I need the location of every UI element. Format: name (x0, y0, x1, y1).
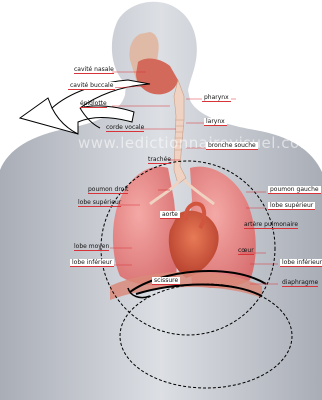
label-artere-pulmonaire: artère pulmonaire (244, 221, 298, 229)
label-lobe-inferieur-gauche: lobe inférieur (280, 259, 322, 267)
label-aorte: aorte (160, 211, 180, 219)
label-cavite-buccale: cavité buccale (68, 82, 115, 90)
label-pharynx: pharynx (202, 94, 231, 102)
label-diaphragme: diaphragme (282, 279, 318, 287)
label-lobe-superieur-droit: lobe supérieur (78, 199, 121, 207)
label-bronche-souche: bronche souche (206, 142, 258, 150)
label-poumon-droit: poumon droit (88, 186, 128, 194)
label-corde-vocale: corde vocale (106, 124, 144, 132)
label-lobe-moyen: lobe moyen (74, 243, 109, 251)
label-lobe-inferieur-droit: lobe inférieur (70, 259, 114, 267)
label-poumon-gauche: poumon gauche (268, 186, 321, 194)
label-lobe-superieur-gauche: lobe supérieur (268, 202, 315, 210)
watermark: www.ledictionnairevisuel.com (78, 134, 315, 152)
label-cavite-nasale: cavité nasale (74, 66, 114, 74)
label-larynx: larynx (204, 118, 227, 126)
label-epiglotte: épiglotte (80, 100, 107, 108)
label-scissure: scissure (152, 277, 180, 285)
label-trachee: trachée (148, 156, 171, 164)
label-coeur: cœur (238, 247, 254, 255)
